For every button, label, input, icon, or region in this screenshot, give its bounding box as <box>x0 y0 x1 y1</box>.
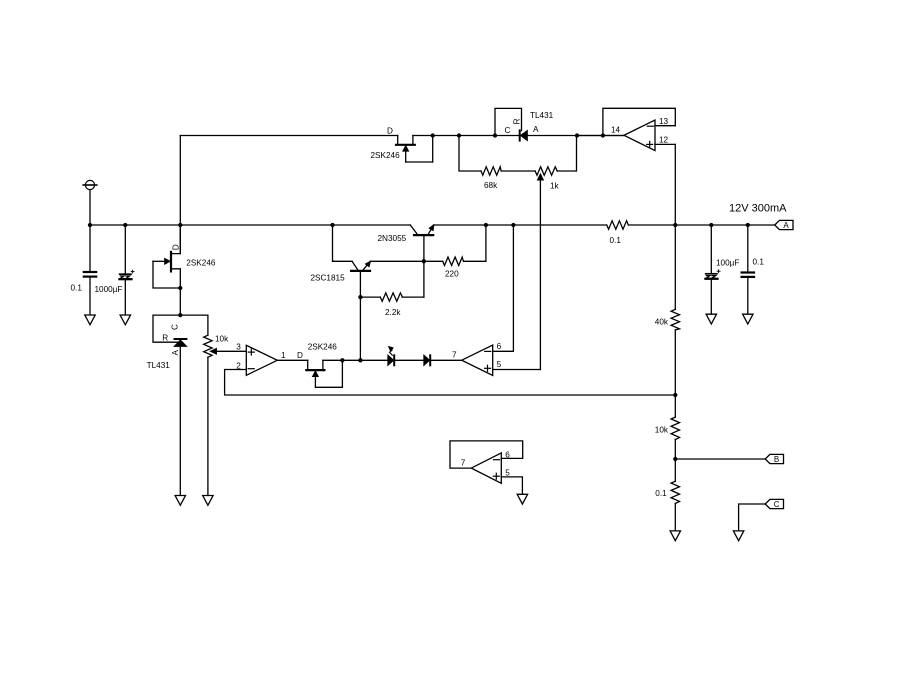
svg-text:D: D <box>387 127 393 136</box>
svg-text:2.2k: 2.2k <box>385 308 401 317</box>
svg-text:A: A <box>171 349 180 355</box>
svg-text:12V 300mA: 12V 300mA <box>729 203 787 215</box>
svg-text:2N3055: 2N3055 <box>378 234 407 243</box>
svg-text:0.1: 0.1 <box>655 489 667 498</box>
svg-text:100µF: 100µF <box>716 258 739 267</box>
svg-text:0.1: 0.1 <box>610 236 622 245</box>
svg-text:1k: 1k <box>550 181 560 190</box>
svg-text:10k: 10k <box>215 335 229 344</box>
svg-text:5: 5 <box>505 468 510 477</box>
svg-text:A: A <box>783 221 789 230</box>
svg-text:12: 12 <box>659 136 669 145</box>
svg-text:C: C <box>505 126 511 135</box>
svg-text:B: B <box>774 455 779 464</box>
svg-text:1: 1 <box>281 351 286 360</box>
svg-text:TL431: TL431 <box>147 361 171 370</box>
svg-text:0.1: 0.1 <box>71 284 83 293</box>
svg-text:2SC1815: 2SC1815 <box>311 273 346 282</box>
svg-text:13: 13 <box>659 117 669 126</box>
svg-text:R: R <box>513 118 522 124</box>
svg-text:A: A <box>533 125 539 134</box>
svg-text:2SK246: 2SK246 <box>186 259 216 268</box>
svg-text:220: 220 <box>445 269 459 278</box>
svg-text:C: C <box>774 500 780 509</box>
svg-text:7: 7 <box>452 351 457 360</box>
svg-text:D: D <box>297 351 303 360</box>
svg-text:2: 2 <box>236 362 241 371</box>
svg-text:3: 3 <box>236 342 241 351</box>
svg-text:C: C <box>171 324 180 330</box>
svg-text:D: D <box>172 244 181 250</box>
svg-text:5: 5 <box>497 360 502 369</box>
svg-text:10k: 10k <box>655 426 669 435</box>
svg-text:1000µF: 1000µF <box>95 285 123 294</box>
svg-text:68k: 68k <box>484 181 498 190</box>
svg-text:40k: 40k <box>655 318 669 327</box>
svg-text:2SK246: 2SK246 <box>371 151 401 160</box>
svg-text:TL431: TL431 <box>530 111 554 120</box>
svg-text:7: 7 <box>461 458 466 467</box>
svg-text:2SK246: 2SK246 <box>308 342 338 351</box>
svg-text:6: 6 <box>497 342 502 351</box>
svg-text:14: 14 <box>611 126 621 135</box>
svg-text:0.1: 0.1 <box>753 258 765 267</box>
svg-text:6: 6 <box>505 450 510 459</box>
svg-text:R: R <box>162 333 168 342</box>
